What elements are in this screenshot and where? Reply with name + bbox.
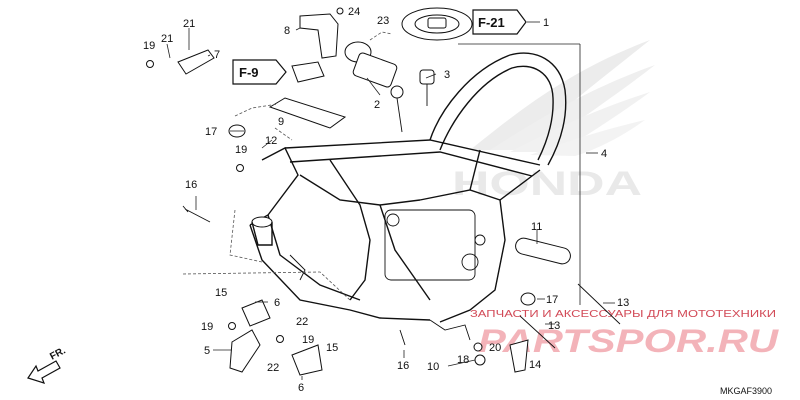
leader-lines bbox=[166, 21, 615, 380]
callout-13a[interactable]: 13 bbox=[617, 297, 629, 309]
part-grommet-17b[interactable] bbox=[520, 292, 536, 306]
part-nut-19b[interactable] bbox=[236, 164, 244, 172]
callout-19c[interactable]: 19 bbox=[201, 321, 213, 333]
part-bolt-13a[interactable] bbox=[577, 283, 621, 325]
callout-16b[interactable]: 16 bbox=[397, 360, 409, 372]
part-ignition-switch[interactable] bbox=[344, 41, 404, 133]
callout-6a[interactable]: 6 bbox=[274, 297, 280, 309]
callout-6b[interactable]: 6 bbox=[298, 382, 304, 394]
part-bracket-8[interactable] bbox=[299, 13, 339, 59]
front-direction-arrow: FR. bbox=[27, 345, 68, 384]
ref-f21-label: F-21 bbox=[478, 15, 505, 30]
part-bracket-5[interactable] bbox=[229, 329, 261, 373]
callout-4[interactable]: 4 bbox=[601, 148, 607, 160]
callout-16a[interactable]: 16 bbox=[185, 179, 197, 191]
callout-11[interactable]: 11 bbox=[531, 221, 542, 233]
callout-22b[interactable]: 22 bbox=[267, 362, 279, 374]
callout-9[interactable]: 9 bbox=[278, 116, 284, 128]
part-plate-6b[interactable] bbox=[291, 344, 323, 376]
part-nut-19c[interactable] bbox=[228, 322, 236, 330]
part-collar-20[interactable] bbox=[473, 342, 483, 352]
callout-1[interactable]: 1 bbox=[543, 17, 549, 29]
part-bolt-13b[interactable] bbox=[519, 315, 556, 349]
callout-18[interactable]: 18 bbox=[457, 354, 469, 366]
part-bracket-7[interactable] bbox=[177, 49, 215, 75]
callout-19b[interactable]: 19 bbox=[235, 144, 247, 156]
callout-7[interactable]: 7 bbox=[214, 49, 220, 61]
part-bolt-16b[interactable] bbox=[399, 329, 406, 346]
part-bracket-14[interactable] bbox=[509, 339, 529, 373]
callout-13b[interactable]: 13 bbox=[548, 320, 560, 332]
callout-22a[interactable]: 22 bbox=[296, 316, 308, 328]
callout-23[interactable]: 23 bbox=[377, 15, 389, 27]
callout-17b[interactable]: 17 bbox=[546, 294, 558, 306]
callout-14[interactable]: 14 bbox=[529, 359, 541, 371]
assembly-guides bbox=[182, 31, 393, 301]
part-key[interactable] bbox=[419, 69, 435, 106]
ref-f21[interactable]: F-21 bbox=[472, 9, 527, 35]
diagram-code: MKGAF3900 bbox=[720, 386, 772, 396]
ref-f9-label: F-9 bbox=[239, 65, 259, 80]
callout-21a[interactable]: 21 bbox=[183, 18, 195, 30]
part-nut-19a[interactable] bbox=[146, 60, 154, 68]
callout-3[interactable]: 3 bbox=[444, 69, 450, 81]
callout-15b[interactable]: 15 bbox=[326, 342, 338, 354]
part-nut-19d[interactable] bbox=[276, 335, 284, 343]
part-pad-9[interactable] bbox=[268, 97, 347, 129]
callout-21b[interactable]: 21 bbox=[161, 33, 173, 45]
callouts: 1 2 3 4 5 6 6 7 8 9 10 11 12 13 13 14 15… bbox=[143, 6, 629, 394]
part-fuel-cap[interactable] bbox=[401, 7, 473, 41]
watermark-tagline: ЗАПЧАСТИ И АКСЕССУАРЫ ДЛЯ МОТОТЕХНИКИ bbox=[470, 308, 776, 320]
part-bolt-16a[interactable] bbox=[182, 205, 211, 223]
part-screw-24[interactable] bbox=[336, 7, 344, 15]
part-washer-18[interactable] bbox=[474, 354, 486, 366]
callout-19a[interactable]: 19 bbox=[143, 40, 155, 52]
callout-10[interactable]: 10 bbox=[427, 361, 439, 373]
callout-2[interactable]: 2 bbox=[374, 99, 380, 111]
watermark-brand: HONDA bbox=[452, 165, 642, 203]
main-frame bbox=[249, 52, 567, 341]
callout-17a[interactable]: 17 bbox=[205, 126, 217, 138]
part-plate-6a[interactable] bbox=[241, 299, 271, 327]
callout-12[interactable]: 12 bbox=[265, 135, 277, 147]
callout-5[interactable]: 5 bbox=[204, 345, 210, 357]
callout-20[interactable]: 20 bbox=[489, 342, 501, 354]
callout-19d[interactable]: 19 bbox=[302, 334, 314, 346]
callout-24[interactable]: 24 bbox=[348, 6, 360, 18]
front-direction-label: FR. bbox=[48, 345, 68, 362]
callout-15a[interactable]: 15 bbox=[215, 287, 227, 299]
part-rubber-11[interactable] bbox=[514, 236, 572, 265]
ref-f9[interactable]: F-9 bbox=[232, 59, 287, 85]
callout-8[interactable]: 8 bbox=[284, 25, 290, 37]
part-rubber-f9[interactable] bbox=[291, 61, 325, 83]
